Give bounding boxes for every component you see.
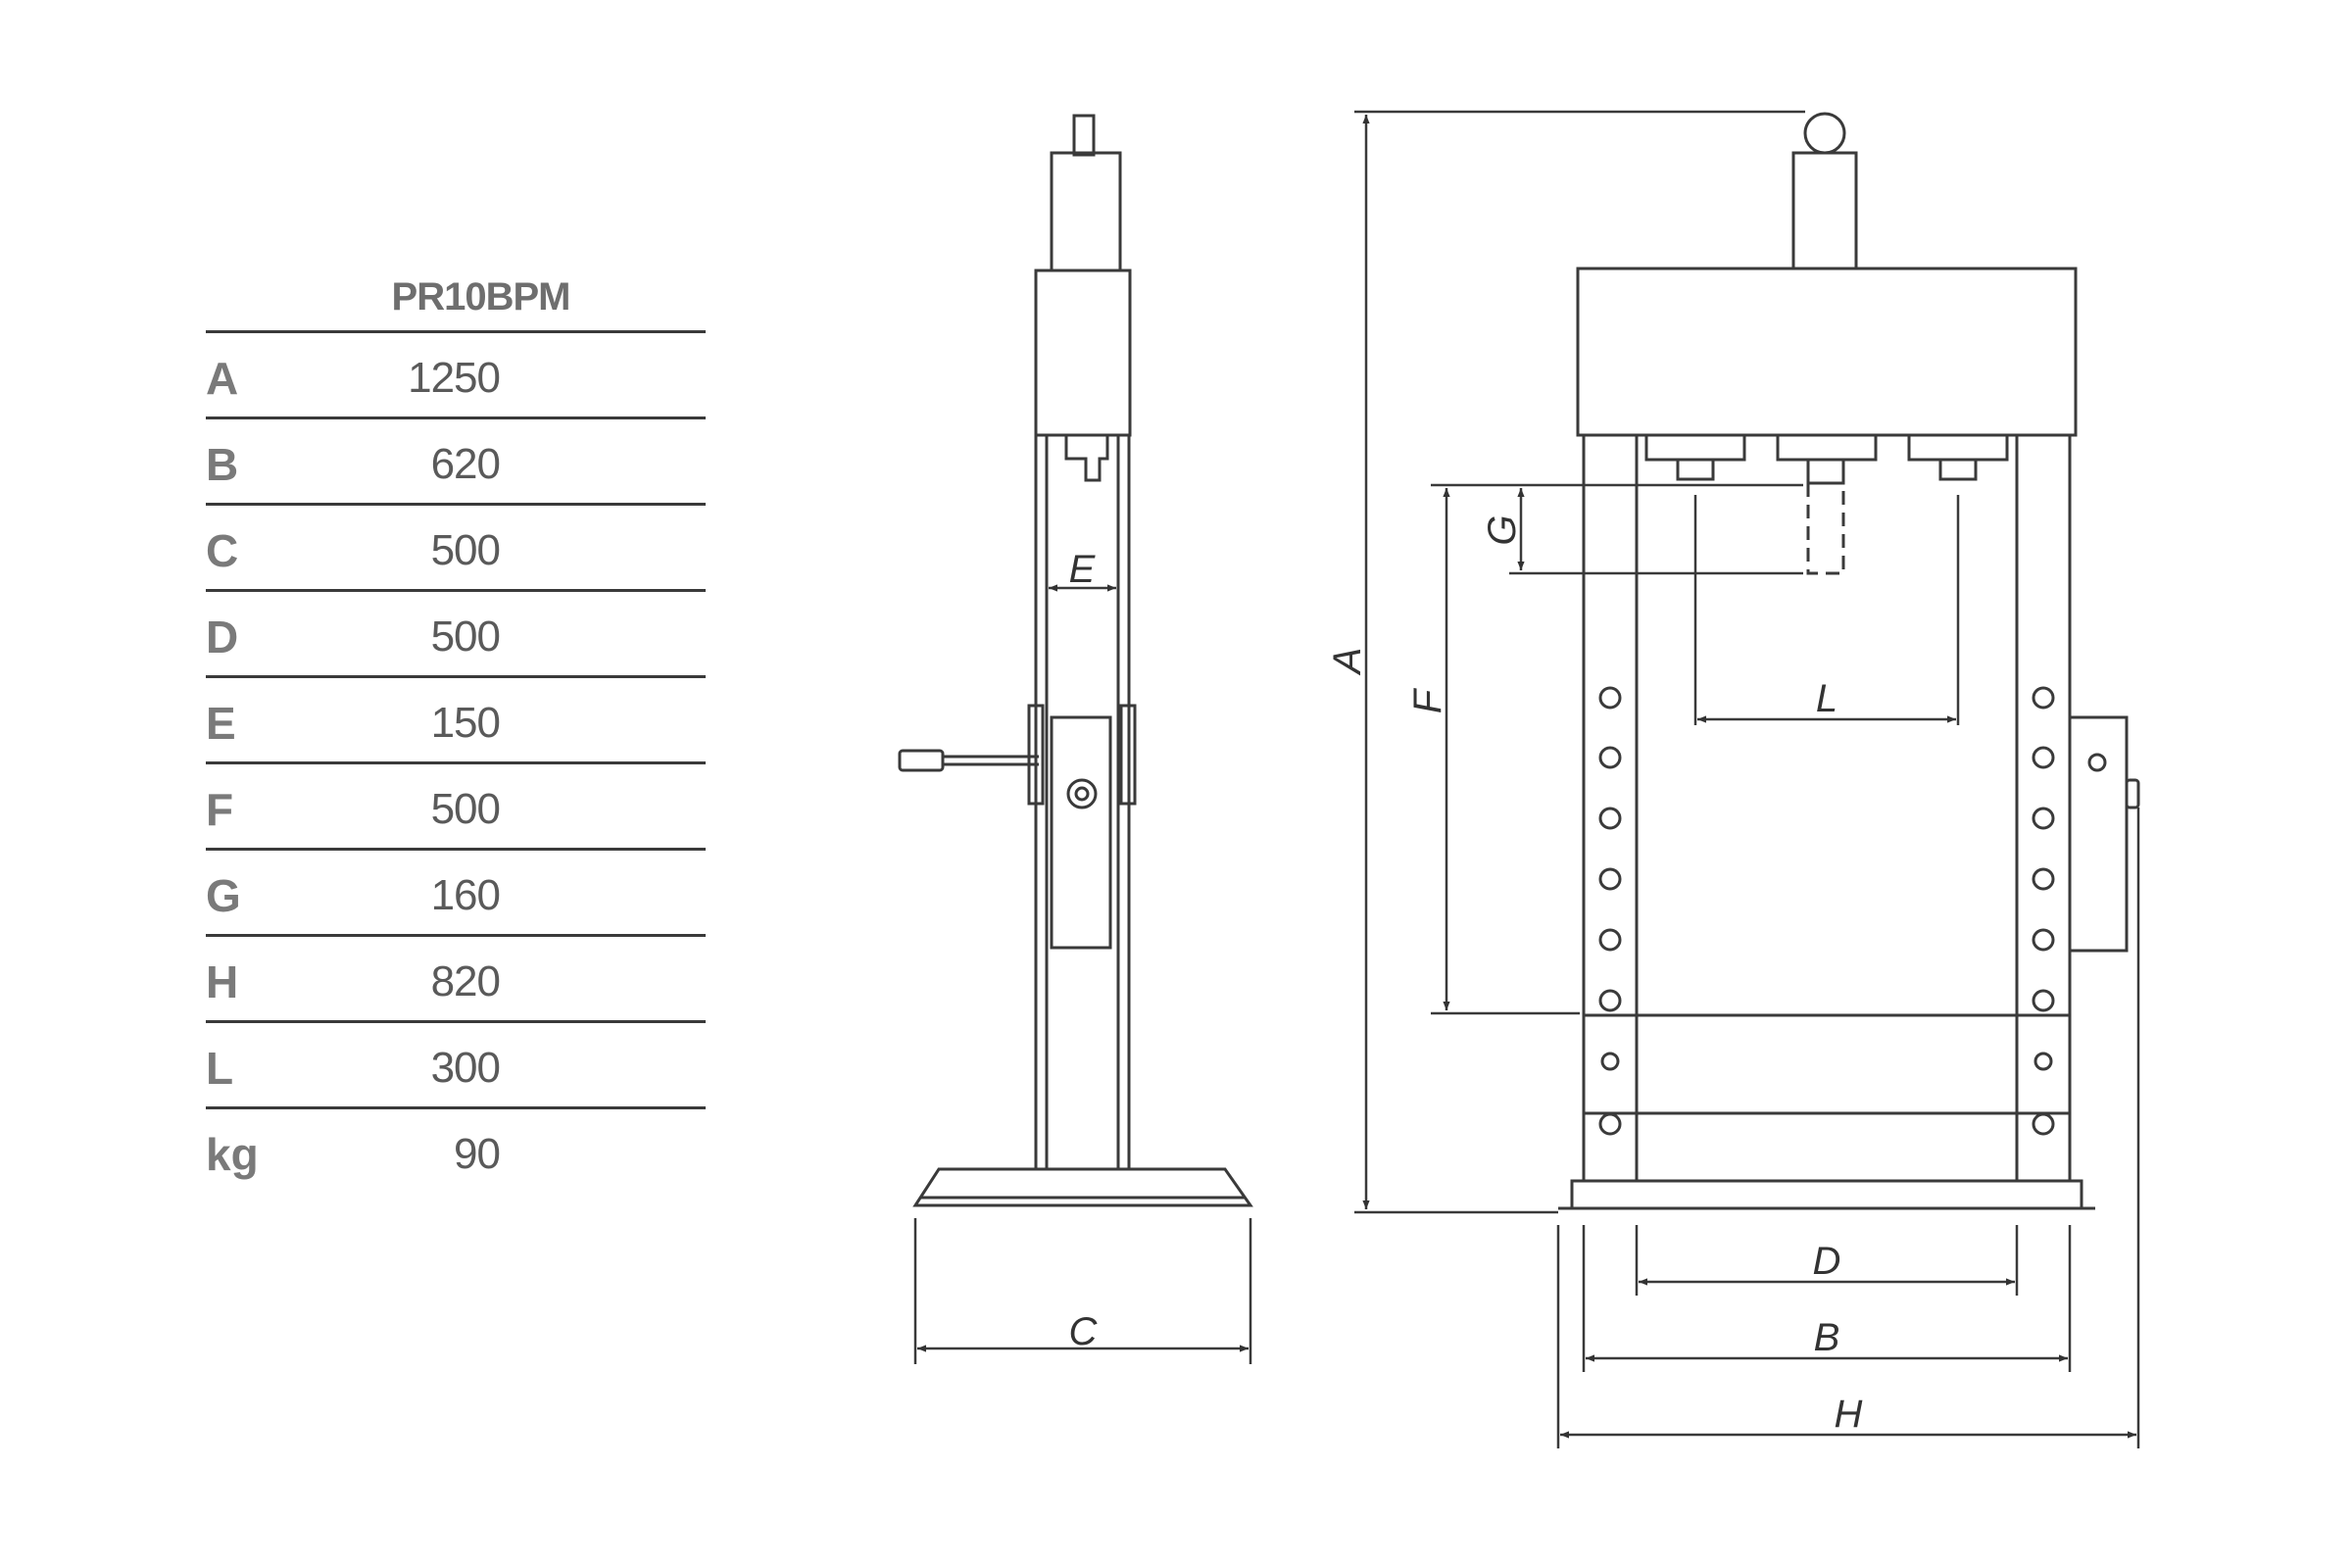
- label-b: B: [1814, 1316, 1840, 1359]
- spec-row-d: D 500: [206, 589, 706, 678]
- press-bed: [1582, 1013, 2072, 1115]
- ram-tip-center: [1806, 458, 1845, 485]
- spec-row-b: B 620: [206, 416, 706, 506]
- hole-icon: [2032, 867, 2055, 891]
- spec-value: 500: [430, 526, 501, 574]
- spec-value: 90: [454, 1130, 501, 1178]
- hole-icon: [2032, 807, 2055, 830]
- ram-tip-left: [1676, 458, 1715, 481]
- upper-cylinder: [1050, 151, 1122, 272]
- top-fitting-icon: [1803, 112, 1846, 155]
- spec-value: 500: [430, 785, 501, 833]
- pump-bracket-left: [1027, 704, 1045, 806]
- label-d: D: [1813, 1240, 1841, 1283]
- spec-key: L: [206, 1043, 234, 1094]
- hole-icon: [1598, 1112, 1622, 1136]
- spec-row-l: L 300: [206, 1020, 706, 1109]
- pump-valve-icon: [2125, 778, 2140, 809]
- ram-head: [1064, 435, 1109, 482]
- pressure-gauge-icon: [1066, 778, 1098, 809]
- hole-icon: [1598, 928, 1622, 952]
- spec-value: 820: [430, 957, 501, 1005]
- spec-row-g: G 160: [206, 848, 706, 937]
- spec-key: D: [206, 612, 239, 662]
- label-g: G: [1481, 514, 1524, 545]
- spec-row-e: E 150: [206, 675, 706, 764]
- spec-key: kg: [206, 1129, 259, 1180]
- label-a: A: [1326, 648, 1369, 676]
- spec-row-f: F 500: [206, 761, 706, 851]
- hole-icon: [2032, 746, 2055, 769]
- label-e: E: [1069, 548, 1097, 591]
- dimension-labels: E C A F G L D B H: [1069, 514, 1863, 1436]
- model-name: PR10BPM: [391, 275, 571, 318]
- label-c: C: [1069, 1310, 1099, 1353]
- label-h: H: [1835, 1393, 1863, 1436]
- spec-value: 150: [430, 699, 501, 747]
- hole-icon: [2034, 1052, 2053, 1071]
- pump-body: [1050, 715, 1112, 950]
- ram-tip-right: [1938, 458, 1978, 481]
- hole-icon: [1598, 867, 1622, 891]
- ram-stroke-dashed: [1806, 483, 1845, 575]
- ram-head-left: [1644, 433, 1746, 462]
- top-crossbeam: [1576, 267, 2078, 437]
- ram-head-center: [1776, 433, 1878, 462]
- hole-icon: [1598, 989, 1622, 1012]
- spec-row-a: A 1250: [206, 330, 706, 419]
- spec-value: 300: [430, 1044, 501, 1092]
- side-view: [898, 114, 1253, 1207]
- ram-head-right: [1907, 433, 2009, 462]
- front-view: [1558, 112, 2140, 1210]
- front-base: [1570, 1179, 2083, 1210]
- hole-icon: [1598, 746, 1622, 769]
- hole-icon: [1598, 807, 1622, 830]
- spec-key: A: [206, 353, 239, 404]
- spec-row-h: H 820: [206, 934, 706, 1023]
- spec-row-c: C 500: [206, 503, 706, 592]
- label-l: L: [1816, 677, 1838, 720]
- spec-key: G: [206, 870, 241, 921]
- head-block: [1034, 269, 1132, 437]
- front-view-dimensions: [1354, 110, 2140, 1448]
- front-cylinder: [1791, 151, 1858, 270]
- pump-handle-grip: [898, 749, 945, 772]
- spec-value: 160: [430, 871, 501, 919]
- hole-icon: [2032, 928, 2055, 952]
- side-base-foot: [912, 1167, 1253, 1207]
- side-pump-box: [2070, 715, 2129, 953]
- pump-bracket-right: [1119, 704, 1137, 806]
- pressure-gauge-center: [1074, 786, 1090, 802]
- spec-key: F: [206, 784, 234, 835]
- spec-key: E: [206, 698, 236, 749]
- piston-rod: [1072, 114, 1096, 157]
- spec-value: 500: [430, 612, 501, 661]
- spec-value: 620: [430, 440, 501, 488]
- pump-box-hole-icon: [2087, 753, 2107, 772]
- spec-key: H: [206, 956, 239, 1007]
- spec-row-kg: kg 90: [206, 1106, 706, 1196]
- spec-key: B: [206, 439, 239, 490]
- hole-icon: [2032, 989, 2055, 1012]
- hole-icon: [2032, 686, 2055, 710]
- column-holes: [1598, 686, 2055, 1136]
- spec-value: 1250: [408, 354, 501, 402]
- hole-icon: [2032, 1112, 2055, 1136]
- spec-key: C: [206, 525, 239, 576]
- side-view-dimensions: [913, 584, 1252, 1364]
- hole-icon: [1598, 686, 1622, 710]
- hole-icon: [1600, 1052, 1620, 1071]
- label-f: F: [1406, 687, 1449, 713]
